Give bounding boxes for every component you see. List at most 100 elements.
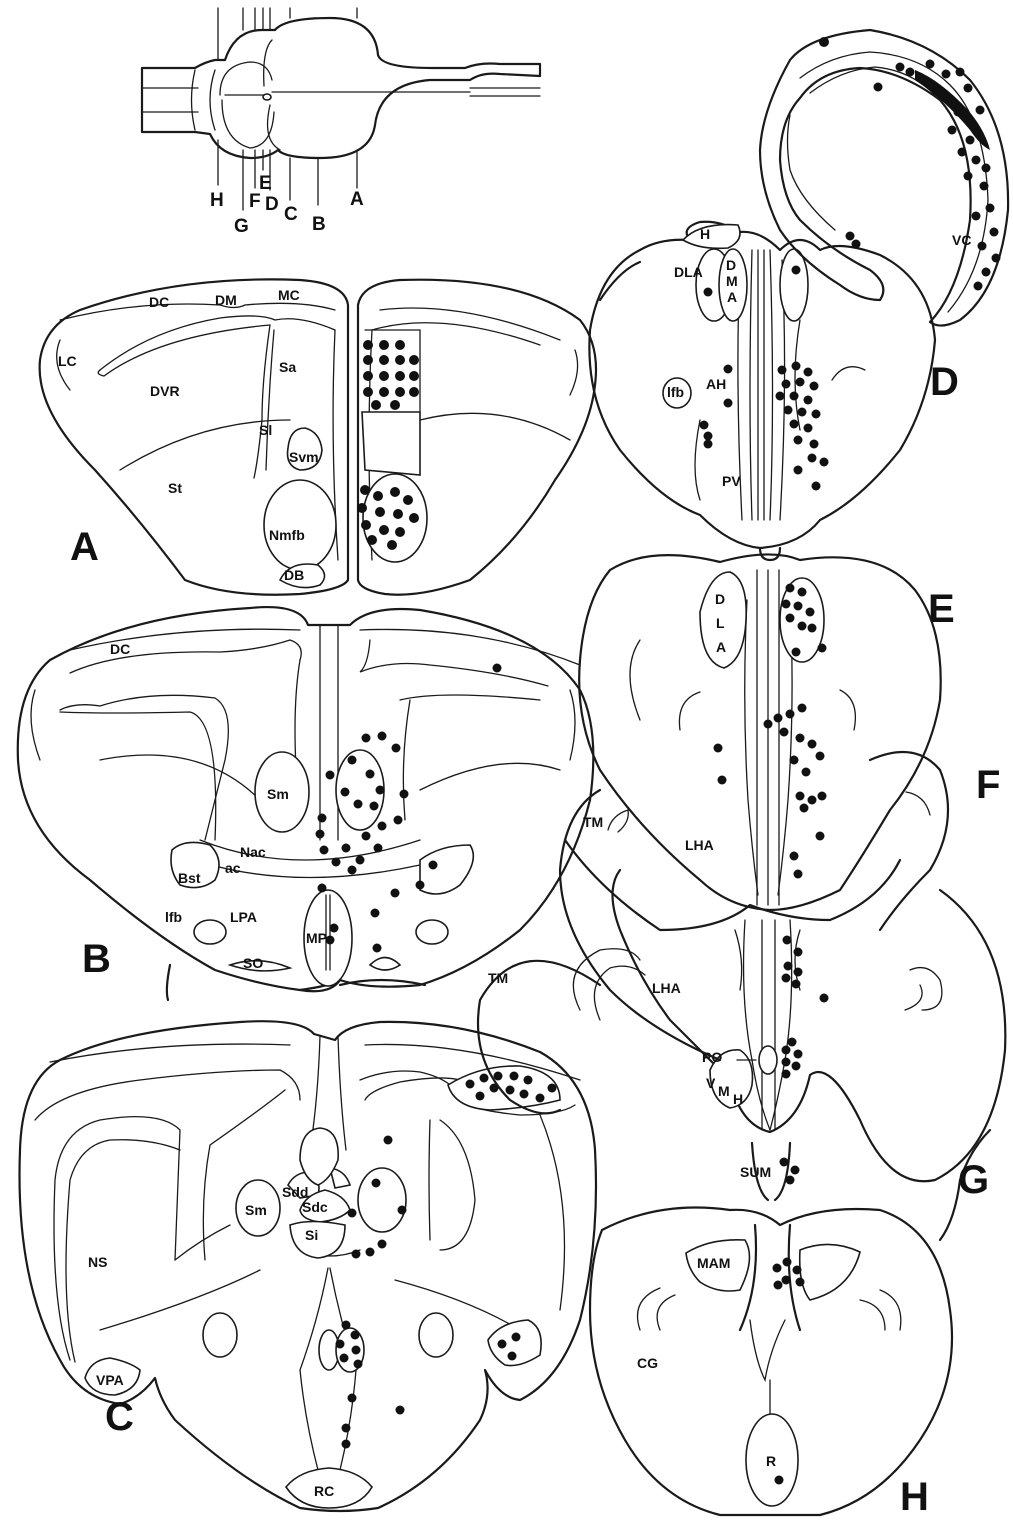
- labelled-cell-dot: [370, 802, 379, 811]
- region-label-sdd: Sdd: [282, 1184, 308, 1200]
- labelled-cell-dot: [794, 466, 803, 475]
- marker-c: C: [284, 204, 298, 225]
- labelled-cell-dot: [773, 1264, 782, 1273]
- labelled-cell-dot: [373, 491, 383, 501]
- section-a-labels: DC DM MC LC DVR Sa Sl Svm St Nmfb DB A: [58, 287, 319, 583]
- labelled-cell-dot: [774, 714, 783, 723]
- labelled-cell-dot: [790, 392, 799, 401]
- labelled-cell-dot: [780, 1158, 789, 1167]
- section-d-letter: D: [930, 360, 959, 404]
- labelled-cell-dot: [783, 1258, 792, 1267]
- labelled-cell-dot: [793, 1266, 802, 1275]
- region-label-sa: Sa: [279, 359, 296, 375]
- labelled-cell-dot: [786, 1176, 795, 1185]
- labelled-cell-dot: [409, 513, 419, 523]
- labelled-cell-dot: [796, 378, 805, 387]
- labelled-cell-dot: [986, 204, 995, 213]
- labelled-cell-dot: [367, 535, 377, 545]
- labelled-cell-dot: [316, 830, 325, 839]
- labelled-cell-dot: [362, 734, 371, 743]
- labelled-cell-dot: [791, 1166, 800, 1175]
- labelled-cell-dot: [790, 420, 799, 429]
- section-b-letter: B: [82, 937, 111, 981]
- region-label-l: L: [716, 615, 725, 631]
- labelled-cell-dot: [508, 1352, 517, 1361]
- labelled-cell-dot: [375, 507, 385, 517]
- labelled-cell-dot: [332, 858, 341, 867]
- labelled-cell-dot: [498, 1340, 507, 1349]
- labelled-cell-dot: [395, 387, 405, 397]
- labelled-cell-dot: [980, 182, 989, 191]
- labelled-cell-dot: [782, 1276, 791, 1285]
- region-label-tm: TM: [583, 814, 603, 830]
- section-d: [589, 222, 935, 560]
- labelled-cell-dot: [378, 1240, 387, 1249]
- region-label-st: St: [168, 480, 182, 496]
- labelled-cell-dot: [374, 844, 383, 853]
- labelled-cell-dot: [810, 382, 819, 391]
- labelled-cell-dot: [798, 588, 807, 597]
- labelled-cell-dot: [342, 844, 351, 853]
- labelled-cell-dot: [379, 525, 389, 535]
- labelled-cell-dot: [354, 1360, 363, 1369]
- labelled-cell-dot: [396, 1406, 405, 1415]
- labelled-cell-dot: [782, 600, 791, 609]
- labelled-cell-dot: [395, 527, 405, 537]
- labelled-cell-dot: [782, 1058, 791, 1067]
- labelled-cell-dot: [395, 371, 405, 381]
- region-label-a: A: [716, 639, 726, 655]
- labelled-cell-dot: [808, 624, 817, 633]
- labelled-cell-dot: [384, 1136, 393, 1145]
- region-label-dla: DLA: [674, 264, 703, 280]
- labelled-cell-dot: [796, 1278, 805, 1287]
- labelled-cell-dot: [354, 800, 363, 809]
- section-e-letter: E: [928, 587, 955, 631]
- labelled-cell-dot: [510, 1072, 519, 1081]
- marker-a: A: [350, 189, 364, 210]
- labelled-cell-dot: [351, 1331, 360, 1340]
- labelled-cell-dot: [782, 974, 791, 983]
- labelled-cell-dot: [363, 387, 373, 397]
- labelled-cell-dot: [390, 487, 400, 497]
- labelled-cell-dot: [792, 266, 801, 275]
- labelled-cell-dot: [796, 734, 805, 743]
- labelled-cell-dot: [820, 994, 829, 1003]
- region-label-d: D: [726, 257, 736, 273]
- labelled-cell-dot: [362, 832, 371, 841]
- section-g-letter: G: [958, 1158, 989, 1202]
- region-label-tm: TM: [488, 970, 508, 986]
- labelled-cell-dot: [387, 540, 397, 550]
- labelled-cell-dot: [792, 648, 801, 657]
- section-a-letter: A: [70, 525, 99, 569]
- labelled-cell-dot: [794, 870, 803, 879]
- labelled-cell-dot: [786, 710, 795, 719]
- region-label-dvr: DVR: [150, 383, 180, 399]
- region-label-m: M: [726, 273, 738, 289]
- region-label-si: Si: [305, 1227, 318, 1243]
- labelled-cell-dot: [794, 602, 803, 611]
- labelled-cell-dot: [536, 1094, 545, 1103]
- labelled-cell-dot: [348, 1394, 357, 1403]
- region-label-lfb: lfb: [667, 384, 684, 400]
- labelled-cell-dot: [493, 664, 502, 673]
- labelled-cell-dot: [782, 380, 791, 389]
- labelled-cell-dot: [724, 399, 733, 408]
- labelled-cell-dot: [792, 362, 801, 371]
- labelled-cell-dot: [379, 387, 389, 397]
- labelled-cell-dot: [778, 366, 787, 375]
- region-label-rc: RC: [314, 1483, 334, 1499]
- labelled-cell-dot: [990, 228, 999, 237]
- labelled-cell-dot: [982, 164, 991, 173]
- labelled-cell-dot: [776, 392, 785, 401]
- labelled-cell-dot: [466, 1080, 475, 1089]
- region-label-so: SO: [243, 955, 263, 971]
- labelled-cell-dot: [409, 355, 419, 365]
- labelled-cell-dot: [714, 744, 723, 753]
- labelled-cell-dot: [326, 936, 335, 945]
- labelled-cell-dot: [330, 924, 339, 933]
- section-h-letter: H: [900, 1475, 929, 1519]
- labelled-cell-dot: [808, 454, 817, 463]
- labelled-cell-dot: [704, 440, 713, 449]
- labelled-cell-dot: [802, 768, 811, 777]
- region-label-r: R: [766, 1453, 776, 1469]
